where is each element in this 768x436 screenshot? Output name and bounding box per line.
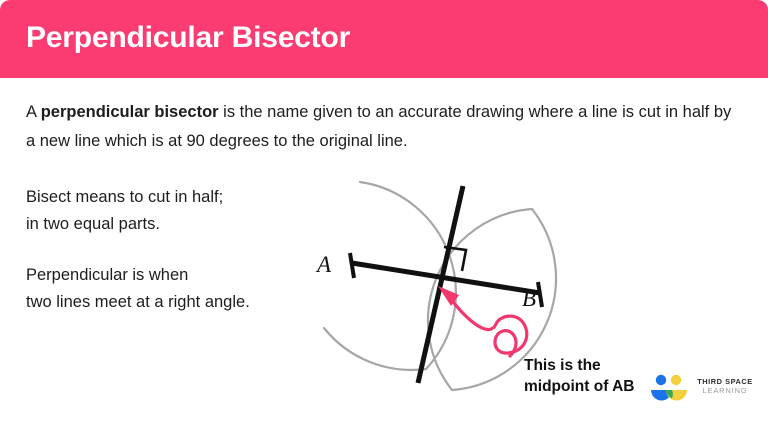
note-bisect: Bisect means to cut in half; in two equa… — [26, 188, 224, 233]
logo-mark-icon — [648, 373, 690, 403]
header-bar: Perpendicular Bisector — [0, 0, 768, 78]
logo-wordmark: THIRD SPACE LEARNING — [694, 377, 756, 396]
page-title: Perpendicular Bisector — [26, 21, 351, 54]
tick-at-a — [348, 252, 356, 279]
perpendicular-bisector-diagram: A B — [300, 168, 590, 408]
point-label-a: A — [317, 252, 332, 277]
diagram-svg — [322, 180, 558, 392]
right-angle-marker — [443, 245, 468, 272]
segment-end-ticks — [348, 252, 544, 308]
logo-body-overlap-green — [666, 390, 673, 399]
arrowhead — [438, 286, 459, 306]
logo-head-yellow — [670, 374, 682, 386]
logo-people-icon — [651, 374, 687, 401]
bisector-stroke — [415, 185, 466, 384]
logo-wordmark-line2: LEARNING — [702, 386, 748, 395]
right-angle-square — [443, 245, 468, 272]
intro-bold-term: perpendicular bisector — [40, 103, 219, 121]
bisector-line — [415, 185, 466, 384]
midpoint-annotation-arrow — [448, 296, 529, 358]
midpoint-caption: This is the midpoint of AB — [524, 357, 635, 395]
tick-at-b — [536, 281, 544, 308]
curly-arrow-path — [448, 296, 529, 358]
brand-logo: THIRD SPACE LEARNING — [648, 371, 756, 407]
segment-ab — [351, 260, 541, 296]
arc-from-b-lower — [322, 326, 428, 372]
segment-ab-line — [351, 260, 541, 296]
logo-wordmark-line1: THIRD SPACE — [697, 377, 753, 386]
logo-head-blue — [655, 374, 667, 386]
arc-from-a-upper — [450, 207, 558, 392]
intro-lead: A — [26, 103, 41, 121]
point-label-b: B — [522, 286, 537, 311]
note-perpendicular: Perpendicular is when two lines meet at … — [26, 266, 250, 311]
intro-rest: is the name given to an accurate drawing… — [26, 103, 732, 150]
intro-paragraph: A perpendicular bisector is the name giv… — [26, 98, 738, 156]
